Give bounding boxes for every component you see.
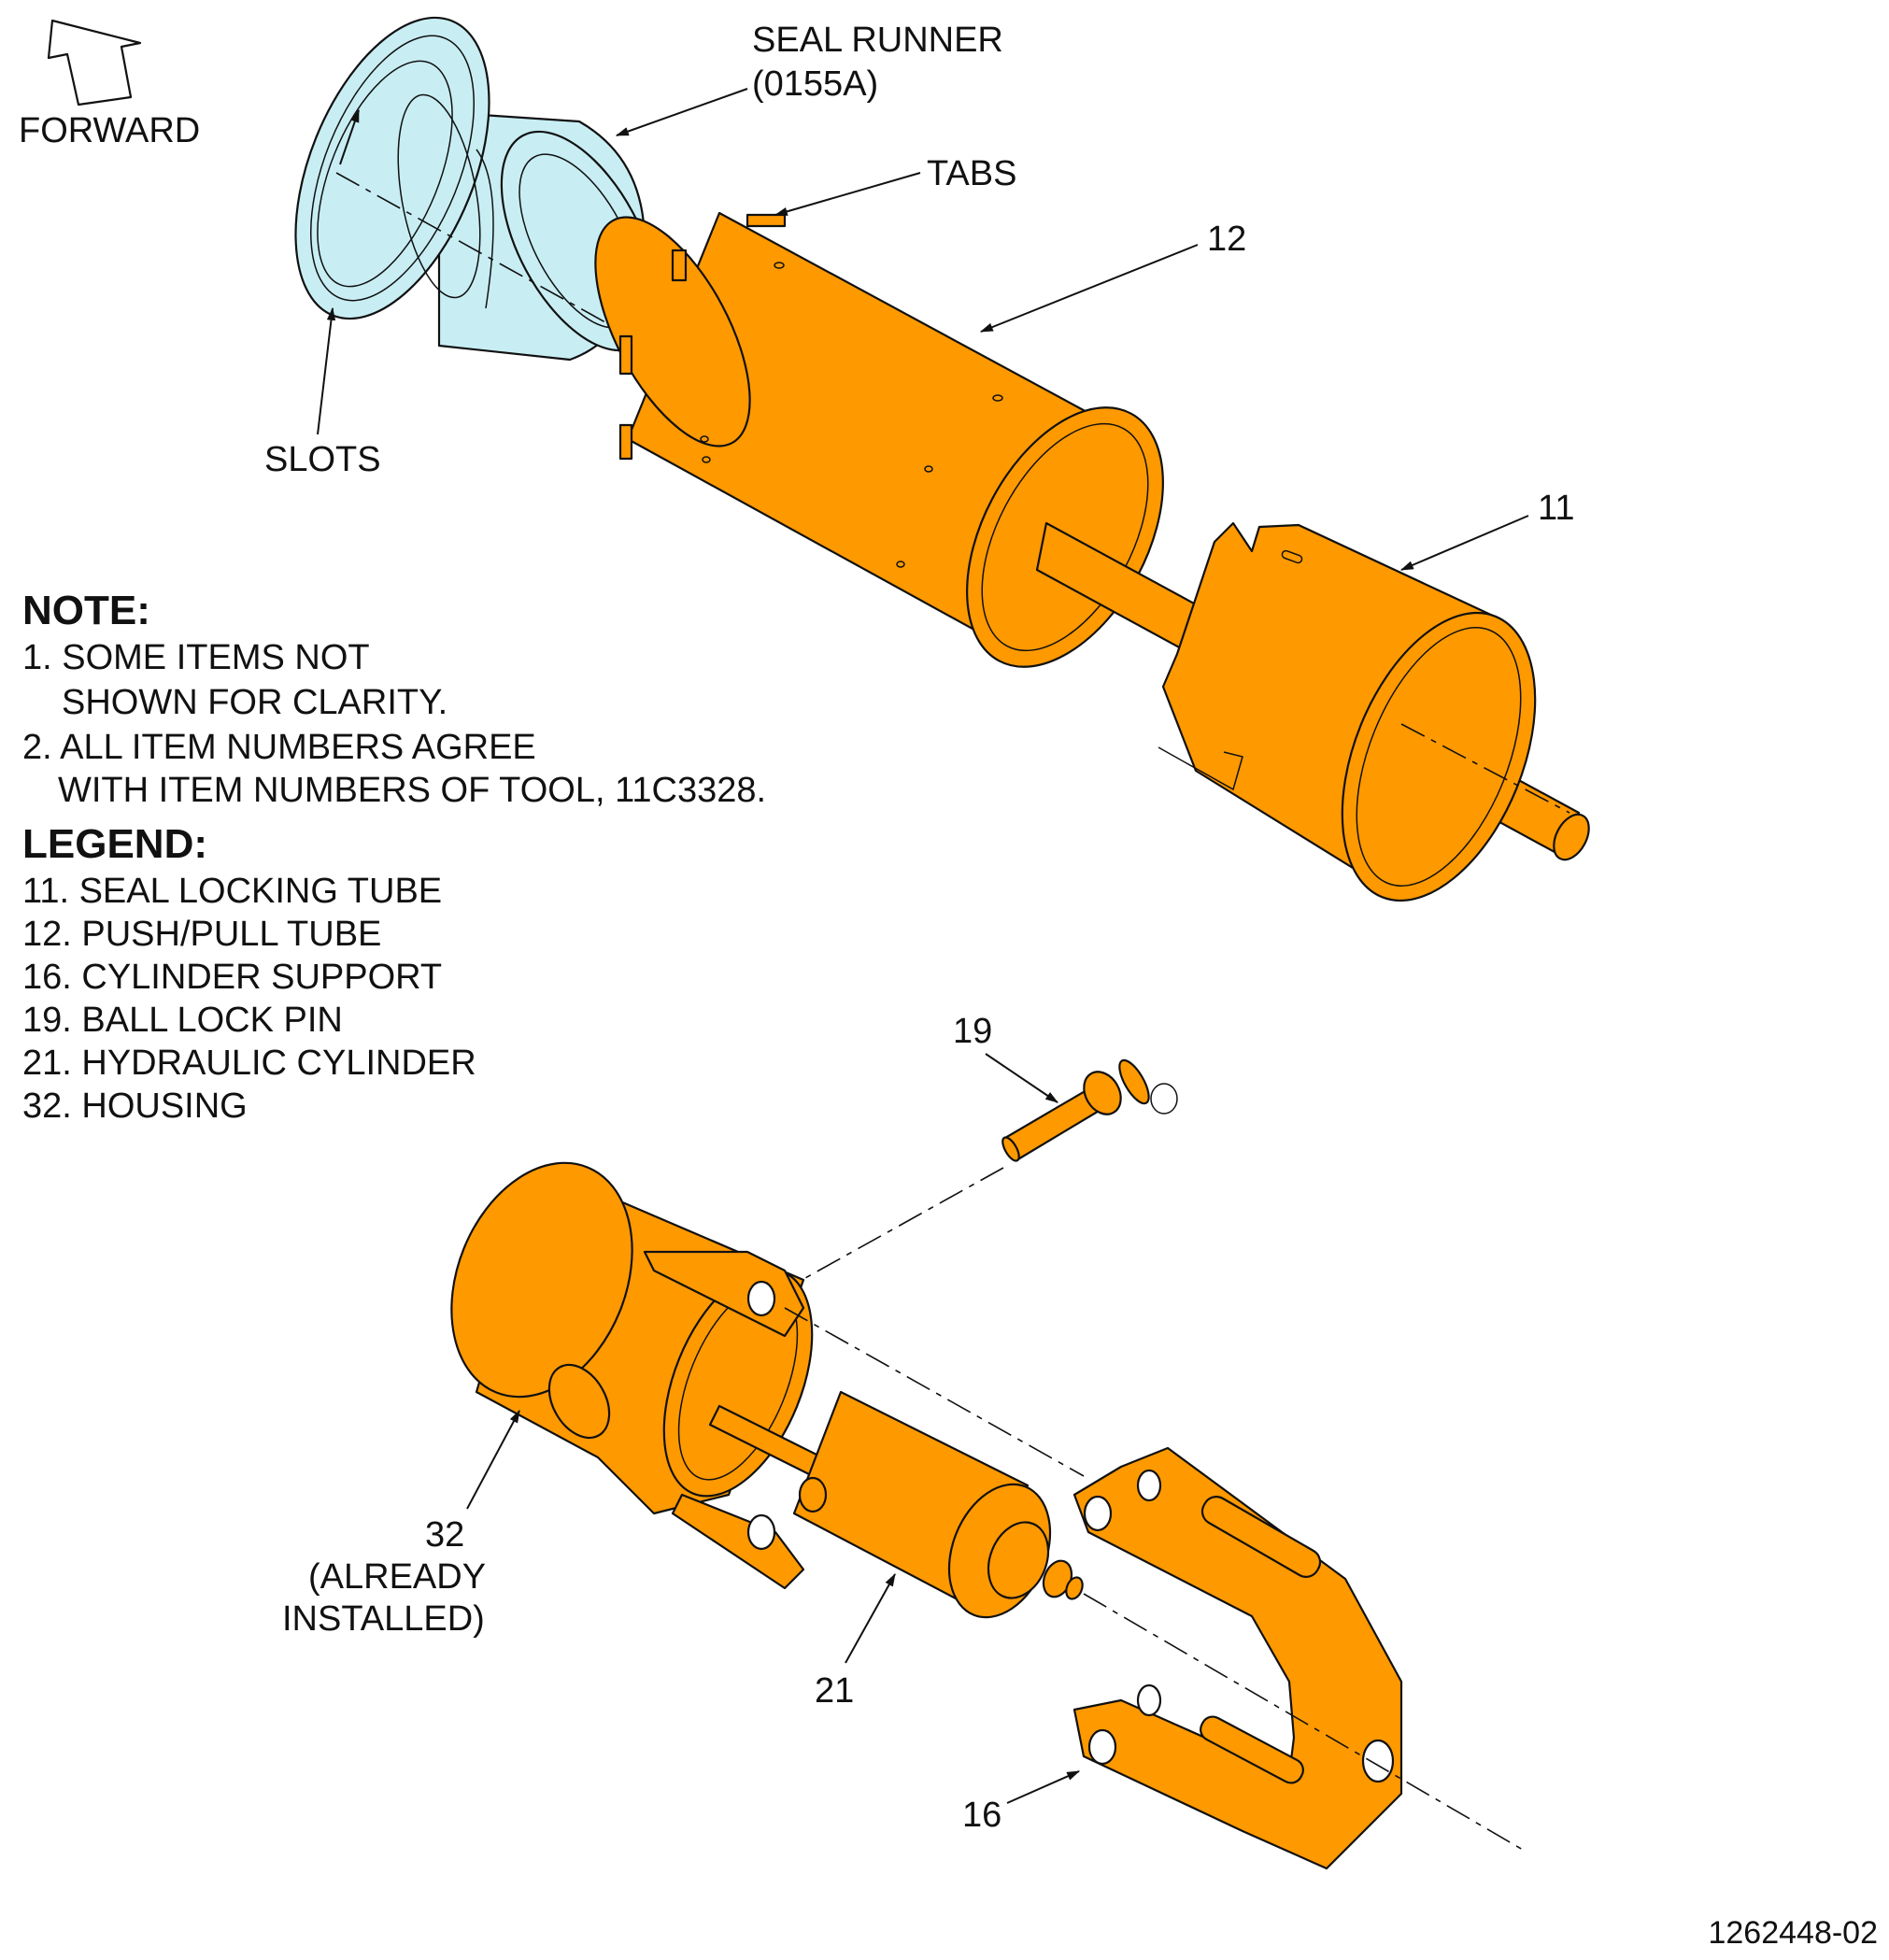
slots-leader <box>317 306 336 435</box>
item-12-leader <box>979 244 1199 333</box>
note-line-1: 1. SOME ITEMS NOT <box>22 638 370 677</box>
legend-item: 21. HYDRAULIC CYLINDER <box>22 1044 476 1083</box>
legend-item: 32. HOUSING <box>22 1087 248 1126</box>
hydraulic-cylinder-part <box>708 1390 1084 1619</box>
item-19-leader <box>985 1053 1058 1103</box>
item-11-leader <box>1399 515 1529 571</box>
legend-item: 12. PUSH/PULL TUBE <box>22 915 381 954</box>
item-32-callout-line-1: 32 <box>425 1515 464 1555</box>
item-32-callout-line-2: (ALREADY <box>308 1557 486 1597</box>
note-line-4: WITH ITEM NUMBERS OF TOOL, 11C3328. <box>58 771 766 810</box>
item-21-leader <box>845 1572 896 1664</box>
slots-callout: SLOTS <box>264 440 381 479</box>
seal-runner-slot-arrow <box>339 108 360 165</box>
seal-runner-part <box>294 16 659 362</box>
seal-runner-centerline <box>335 172 632 337</box>
seal-runner-callout-line-2: (0155A) <box>752 64 878 104</box>
forward-label: FORWARD <box>19 111 200 150</box>
housing-part <box>450 1161 814 1590</box>
support-centerline <box>1083 1593 1524 1851</box>
pin-centerline <box>804 1167 1004 1279</box>
item-12-callout: 12 <box>1207 220 1246 259</box>
item-32-leader <box>466 1409 520 1510</box>
tabs-callout: TABS <box>927 154 1016 193</box>
note-line-2: SHOWN FOR CLARITY. <box>62 683 447 722</box>
item-21-callout: 21 <box>815 1671 854 1711</box>
legend-item: 11. SEAL LOCKING TUBE <box>22 872 442 911</box>
push-pull-tube-part <box>594 211 1164 668</box>
note-line-3: 2. ALL ITEM NUMBERS AGREE <box>22 728 536 767</box>
seal-locking-tube-part <box>1158 521 1537 902</box>
legend-heading: LEGEND: <box>22 821 207 867</box>
legend-item: 16. CYLINDER SUPPORT <box>22 958 442 997</box>
cylinder-support-part <box>1072 1446 1403 1870</box>
forward-arrow-icon <box>47 19 142 107</box>
tabs-leader <box>774 172 921 216</box>
figure-id: 1262448-02 <box>1708 1915 1878 1951</box>
legend-item: 19. BALL LOCK PIN <box>22 1001 343 1040</box>
housing-centerline <box>784 1307 1085 1477</box>
item-19-callout: 19 <box>953 1012 992 1051</box>
item-16-leader <box>1006 1770 1081 1804</box>
seal-runner-callout-line-1: SEAL RUNNER <box>752 21 1003 60</box>
note-heading: NOTE: <box>22 588 150 633</box>
item-16-callout: 16 <box>962 1796 1001 1835</box>
item-11-callout: 11 <box>1538 489 1574 528</box>
ball-lock-pin-part <box>1001 1058 1178 1162</box>
item-32-callout-line-3: INSTALLED) <box>282 1599 485 1639</box>
tube-centerline <box>1400 723 1570 814</box>
seal-runner-leader <box>615 88 748 136</box>
